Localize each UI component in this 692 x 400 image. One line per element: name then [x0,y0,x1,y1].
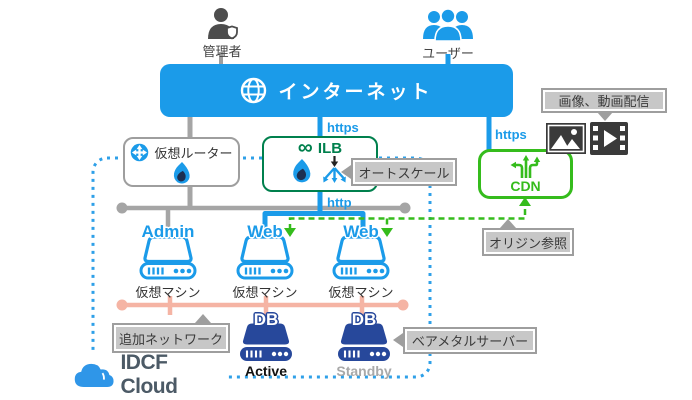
db-state-label: Active [244,363,288,379]
virtual-router-box: 仮想ルーター [123,137,240,187]
cdn-label: CDN [510,177,541,194]
server-icon [236,235,294,280]
vm-role-label: Web [343,222,379,241]
server-icon [332,235,390,280]
users-group-icon [423,8,473,42]
brand-name: IDCF Cloud [120,351,178,398]
autoscale-callout: オートスケール [351,158,457,186]
db-role-label: DB [351,310,377,329]
vm-type-label: 仮想マシン [328,285,394,300]
media-delivery-pointer [597,112,613,121]
ilb-box: ∞ ILB [262,136,378,192]
vm-admin: Admin 仮想マシン [133,222,203,303]
origin-fetch-callout: オリジン参照 [482,228,574,256]
origin-fetch-pointer [500,219,516,228]
admin-label: 管理者 [202,44,242,59]
internet-label: インターネット [278,82,433,103]
vm-web-2: Web 仮想マシン [326,222,396,303]
idcf-cloud-logo: IDCF Cloud [72,351,226,398]
cdn-box: CDN [478,149,573,199]
vm-role-label: Admin [141,222,195,241]
db-standby: DB Standby [329,310,399,382]
additional-network-pointer [195,314,211,323]
db-role-label: DB [253,310,279,329]
picture-icon [546,123,586,154]
virtual-router-label: 仮想ルーター [154,146,233,161]
internet-bar: インターネット [160,64,513,117]
users-label: ユーザー [422,46,474,61]
firewall-flame-icon [293,159,311,183]
bare-metal-callout: ベアメタルサーバー [403,327,537,354]
cloud-icon [74,363,114,388]
additional-network-callout: 追加ネットワーク [112,323,230,353]
https-label-ilb: https [327,120,359,135]
firewall-flame-icon [173,162,190,184]
db-server-icon [338,323,390,361]
server-icon [139,235,197,280]
admin-person-shield-icon [208,8,238,40]
db-active: DB Active [231,310,301,382]
film-icon [590,122,628,155]
vm-type-label: 仮想マシン [135,285,201,300]
ilb-label: ILB [317,139,343,157]
infinity-icon: ∞ [297,136,313,159]
bare-metal-pointer [393,333,403,347]
router-arrows-icon [131,143,149,162]
globe-icon [241,77,267,104]
vm-role-label: Web [247,222,283,241]
db-state-label: Standby [336,363,392,379]
https-label-cdn: https [495,127,527,142]
media-delivery-callout: 画像、動画配信 [541,88,667,113]
cdn-distribution-arrows-icon [510,154,540,178]
vm-type-label: 仮想マシン [232,285,298,300]
db-server-icon [240,323,292,361]
http-label: http [327,195,352,210]
autoscale-pointer [341,165,351,179]
vm-web-1: Web 仮想マシン [230,222,300,303]
cloud-boundary-dotted-border [91,156,432,379]
